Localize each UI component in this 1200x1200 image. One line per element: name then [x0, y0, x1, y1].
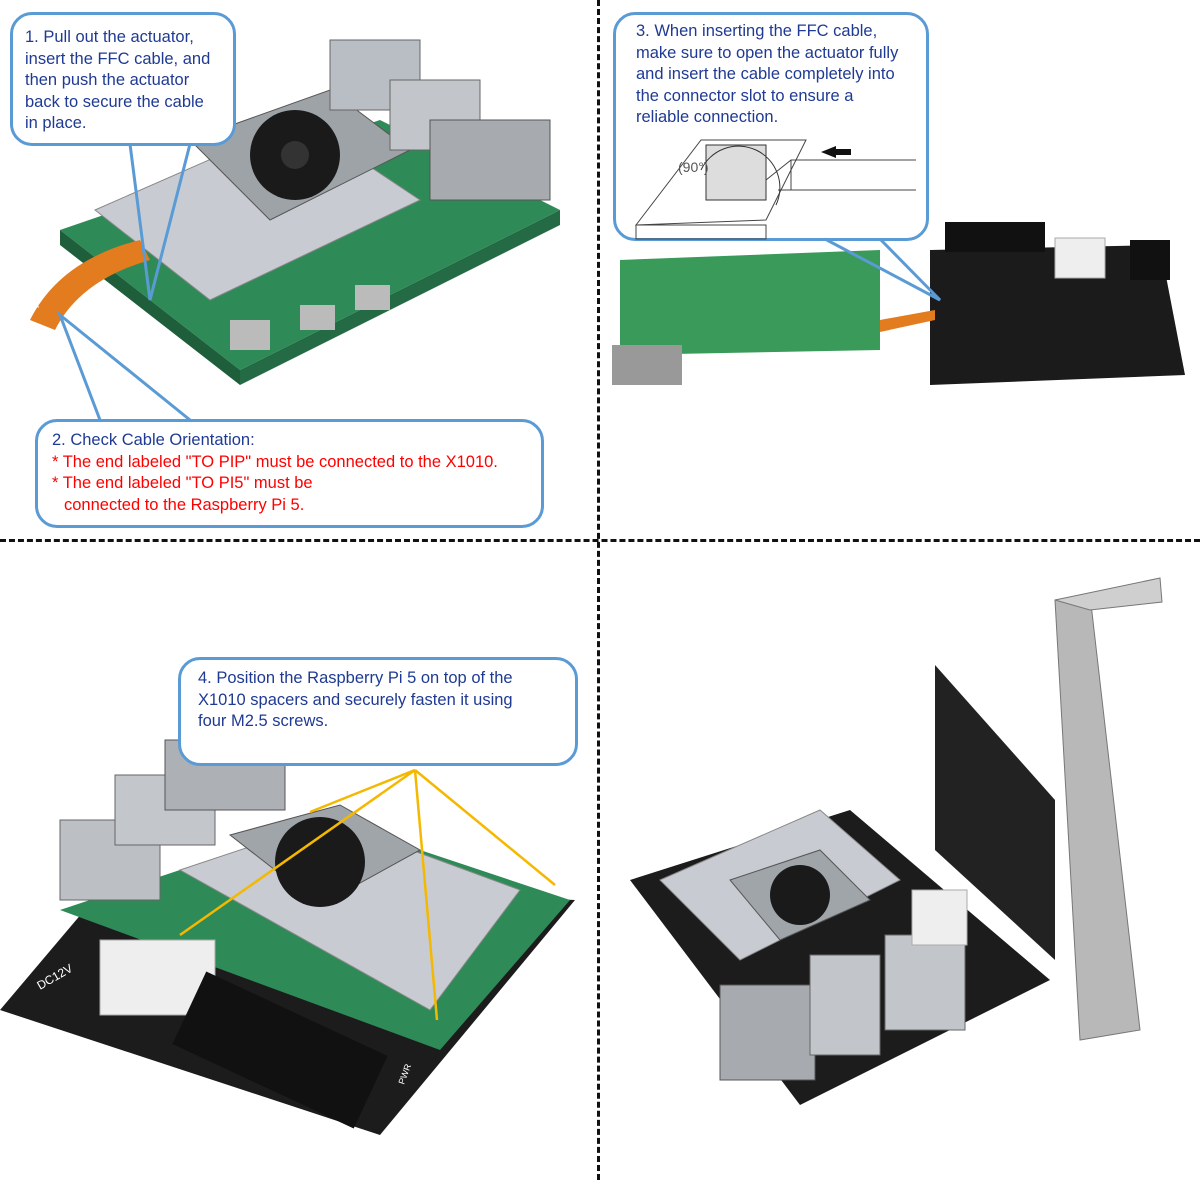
panel4-assembled-photo: DC12V PWR [0, 739, 575, 1135]
step3-text: 3. When inserting the FFC cable, make su… [636, 22, 899, 126]
panel5-bracket-photo [630, 577, 1163, 1105]
connector-diagram: (90°) [634, 139, 916, 240]
panel3-boards-photo [612, 222, 1185, 385]
horizontal-divider [0, 539, 1200, 542]
step2-title: 2. Check Cable Orientation: [52, 431, 255, 449]
step4-text: 4. Position the Raspberry Pi 5 on top of… [198, 669, 513, 730]
step2-line1: * The end labeled "TO PIP" must be conne… [52, 452, 498, 471]
step1-callout: 1. Pull out the actuator, insert the FFC… [10, 12, 236, 146]
vertical-divider [597, 0, 600, 1180]
step3-callout: 3. When inserting the FFC cable, make su… [613, 12, 929, 241]
step4-callout: 4. Position the Raspberry Pi 5 on top of… [178, 657, 578, 766]
angle-label: (90°) [678, 159, 709, 175]
insert-arrow-icon [821, 146, 851, 158]
step2-line3: connected to the Raspberry Pi 5. [64, 495, 305, 514]
step2-callout: 2. Check Cable Orientation: * The end la… [35, 419, 544, 528]
step2-line2: * The end labeled "TO PI5" must be [52, 474, 313, 492]
step1-text: 1. Pull out the actuator, insert the FFC… [25, 28, 211, 132]
